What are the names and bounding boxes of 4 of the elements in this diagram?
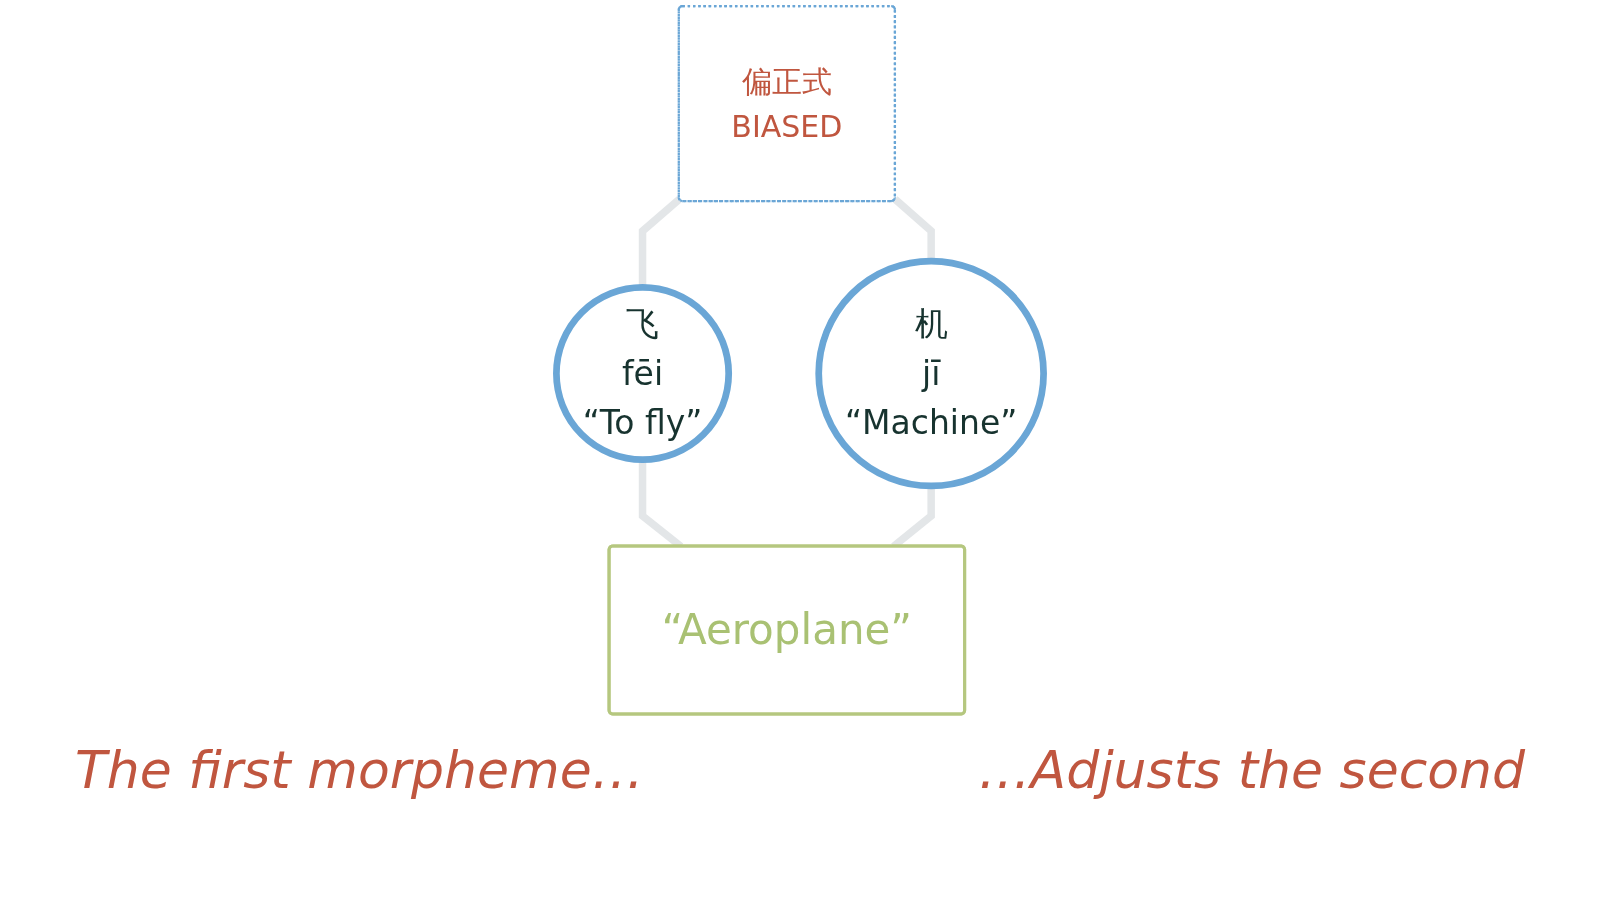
- caption-text: …Adjusts the second: [978, 740, 1525, 800]
- node-circle: 机 jī “Machine”: [815, 257, 1047, 490]
- caption-text: The first morpheme…: [75, 740, 644, 800]
- node-circle: 飞 fēi “To fly”: [553, 284, 733, 463]
